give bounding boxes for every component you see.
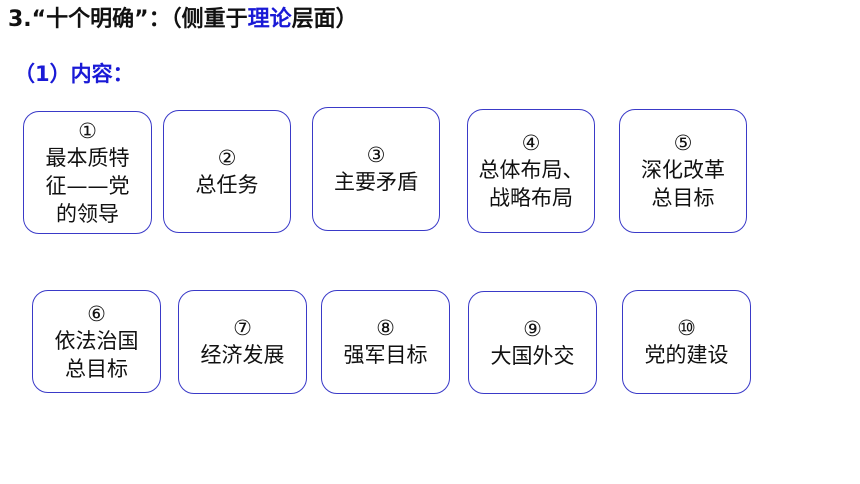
- section-subheading: （1）内容：: [14, 62, 134, 86]
- card-1-line-2: 征——党: [45, 173, 130, 198]
- card-6: ⑥ 依法治国 总目标: [32, 290, 161, 393]
- card-6-line-2: 总目标: [65, 356, 128, 381]
- card-4-line-1: 总体布局、: [478, 158, 584, 182]
- card-9-line-1: 大国外交: [490, 343, 575, 368]
- heading-prefix: 3.“十个明确”：（侧重于: [8, 7, 248, 32]
- card-5-number: ⑤: [673, 131, 693, 155]
- card-1-line-3: 的领导: [56, 201, 119, 226]
- card-3-number: ③: [366, 143, 386, 167]
- card-4-number: ④: [521, 131, 541, 155]
- slide-heading: 3.“十个明确”：（侧重于理论层面）: [8, 6, 358, 34]
- card-4-line-2: 战略布局: [489, 186, 573, 210]
- card-5-line-1: 深化改革: [641, 158, 725, 182]
- card-1: ① 最本质特 征——党 的领导: [23, 111, 152, 234]
- card-6-line-1: 依法治国: [54, 328, 139, 353]
- card-1-number: ①: [78, 118, 97, 143]
- card-2-number: ②: [217, 145, 237, 170]
- card-3-line-1: 主要矛盾: [334, 170, 418, 194]
- card-10: ⑩ 党的建设: [622, 290, 751, 394]
- card-4: ④ 总体布局、 战略布局: [467, 109, 595, 233]
- card-2-line-1: 总任务: [195, 172, 259, 197]
- card-10-number: ⑩: [677, 316, 696, 340]
- card-9: ⑨ 大国外交: [468, 291, 597, 394]
- card-8: ⑧ 强军目标: [321, 290, 450, 394]
- heading-suffix: 层面）: [291, 7, 358, 32]
- card-1-line-1: 最本质特: [45, 145, 130, 170]
- card-9-number: ⑨: [523, 316, 542, 341]
- heading-accent: 理论: [247, 7, 292, 32]
- card-5-line-2: 总目标: [651, 186, 715, 210]
- card-7-line-1: 经济发展: [200, 343, 285, 367]
- card-2: ② 总任务: [163, 110, 291, 233]
- card-7-number: ⑦: [233, 316, 252, 340]
- card-6-number: ⑥: [87, 301, 106, 326]
- card-7: ⑦ 经济发展: [178, 290, 307, 394]
- card-8-number: ⑧: [376, 316, 395, 340]
- card-8-line-1: 强军目标: [343, 343, 428, 367]
- card-5: ⑤ 深化改革 总目标: [619, 109, 747, 233]
- card-10-line-1: 党的建设: [644, 343, 729, 367]
- card-3: ③ 主要矛盾: [312, 107, 440, 231]
